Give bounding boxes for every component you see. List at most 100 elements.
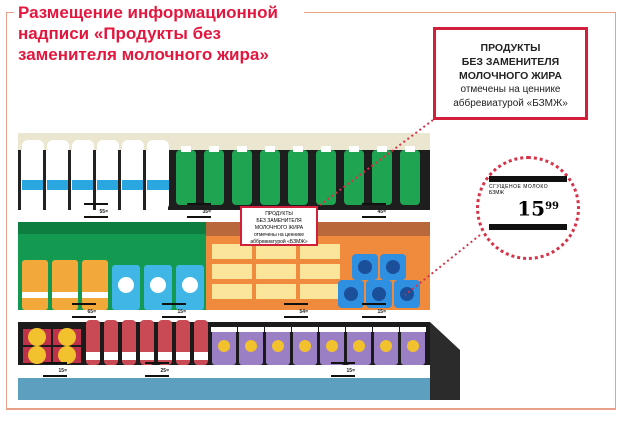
milk-label (97, 180, 119, 190)
cup-lid (238, 327, 264, 332)
shelf-divider (43, 150, 46, 210)
milk-bottle (122, 140, 144, 210)
shelf-edge-1 (18, 210, 430, 222)
cheese-label (28, 346, 46, 364)
bottle-cap (181, 146, 191, 152)
kefir-bottle (288, 150, 308, 205)
kefir-bottle (400, 150, 420, 205)
butter-pack (300, 244, 340, 259)
bottle-cap (293, 146, 303, 152)
kefir-bottle (260, 150, 280, 205)
cup-lid (400, 327, 426, 332)
cup-lid (211, 327, 237, 332)
milk-bottle (97, 140, 119, 210)
shelf-edge-3 (18, 365, 430, 378)
bottle-cap (377, 146, 387, 152)
cheese-label (58, 346, 76, 364)
cup-logo (372, 287, 386, 301)
cup-lid (346, 327, 372, 332)
milk-label (47, 180, 69, 190)
cup-logo (344, 287, 358, 301)
butter-pack (300, 284, 340, 299)
cheese-label (28, 328, 46, 346)
juice-box (22, 260, 48, 310)
callout-line: отмечены на ценнике (460, 84, 561, 95)
price-tag: 15= (331, 362, 355, 377)
shelf-divider (143, 150, 146, 210)
cup-label (407, 340, 419, 352)
cup-label (299, 340, 311, 352)
bottle-label (158, 352, 172, 360)
price-tag: 15= (162, 303, 186, 318)
milk-bottle (72, 140, 94, 210)
shelf-divider (18, 150, 21, 210)
juice-stripe (52, 292, 78, 298)
shelf-divider (68, 150, 71, 210)
cup-lid (292, 327, 318, 332)
yogurt-logo (182, 277, 198, 293)
callout-line: БЕЗ ЗАМЕНИТЕЛЯ (461, 56, 560, 68)
page-title: Размещение информационной надписи «Проду… (14, 2, 304, 65)
kefir-bottle (372, 150, 392, 205)
milk-label (72, 180, 94, 190)
shelf-edge-2 (18, 310, 430, 322)
price-tag: 25= (145, 362, 169, 377)
sign-line: ПРОДУКТЫ (265, 211, 293, 217)
price-tag: 54= (284, 303, 308, 318)
bottle-cap (237, 146, 247, 152)
bottle-label (104, 352, 118, 360)
butter-pack (256, 284, 296, 299)
cheese-label (58, 328, 76, 346)
butter-pack (212, 284, 252, 299)
magnifier-circle (476, 156, 580, 260)
bottle-cap (321, 146, 331, 152)
products (18, 140, 426, 365)
cup-label (272, 340, 284, 352)
milk-label (22, 180, 44, 190)
milk-bottle (22, 140, 44, 210)
butter-pack (212, 244, 252, 259)
cup-logo (386, 260, 400, 274)
sign-line: БЕЗ ЗАМЕНИТЕЛЯ (256, 218, 302, 224)
butter-pack (256, 264, 296, 279)
milk-label (122, 180, 144, 190)
callout-line: ПРОДУКТЫ (480, 42, 541, 54)
kefir-bottle (344, 150, 364, 205)
green-panel-top (18, 222, 206, 234)
tag-bzmzh: БЗМЖ (489, 190, 505, 196)
tag-bar (489, 176, 567, 182)
shelf-info-sign: ПРОДУКТЫ БЕЗ ЗАМЕНИТЕЛЯ МОЛОЧНОГО ЖИРА о… (240, 206, 318, 246)
kefir-bottle (232, 150, 252, 205)
callout-line: аббревиатурой «БЗМЖ» (453, 98, 568, 109)
juice-stripe (22, 292, 48, 298)
cup-lid (265, 327, 291, 332)
callout-leader-line (319, 119, 434, 206)
bottle-cap (265, 146, 275, 152)
cup-logo (400, 287, 414, 301)
yogurt-logo (118, 277, 134, 293)
bottle-label (140, 352, 154, 360)
tag-bar (489, 224, 567, 231)
kefir-bottle (204, 150, 224, 205)
bottle-label (194, 352, 208, 360)
price-tag: 45= (362, 203, 386, 218)
butter-pack (300, 264, 340, 279)
kefir-bottle (176, 150, 196, 205)
bottle-cap (405, 146, 415, 152)
magnified-price-tag: СГУЩЕНОЕ МОЛОКО БЗМЖ 1599 (489, 176, 567, 231)
fridge-base (18, 378, 430, 400)
cup-logo (358, 260, 372, 274)
butter-pack (256, 244, 296, 259)
callout-line: МОЛОЧНОГО ЖИРА (459, 70, 562, 82)
frame-border (6, 12, 616, 410)
milk-label (147, 180, 169, 190)
price-tag: 65= (72, 303, 96, 318)
tag-price: 1599 (489, 196, 567, 221)
info-callout: ПРОДУКТЫ БЕЗ ЗАМЕНИТЕЛЯ МОЛОЧНОГО ЖИРА о… (433, 27, 588, 120)
milk-bottle (47, 140, 69, 210)
bottle-label (122, 352, 136, 360)
price-tag: 15= (362, 303, 386, 318)
kefir-bottle (316, 150, 336, 205)
